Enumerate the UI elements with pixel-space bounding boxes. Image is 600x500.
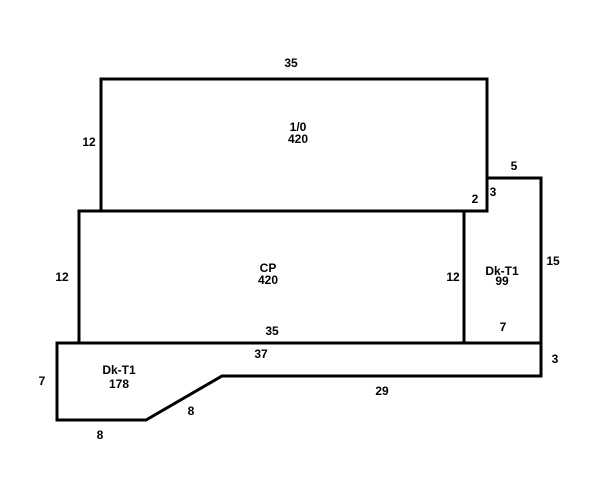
dim-deck-right-top: 5 [510, 159, 518, 173]
dim-upper-left: 12 [82, 135, 96, 149]
upper-area-outline [99, 77, 489, 210]
area-value: 99 [495, 274, 509, 288]
area-label-upper: 1/0 420 [288, 121, 308, 145]
dim-main-right: 12 [446, 270, 460, 284]
dim-upper-step-bottom: 2 [471, 192, 479, 206]
dim-deck-right-bottom: 7 [499, 320, 507, 334]
deck-lower-outline [55, 341, 543, 422]
dim-deck-right-side: 15 [546, 254, 560, 268]
dim-lower-left: 7 [38, 374, 46, 388]
dim-lower-diagonal: 8 [187, 404, 195, 418]
area-label-deck-lower: Dk-T1 178 [102, 363, 135, 391]
area-label-deck-right: Dk-T1 99 [485, 264, 519, 288]
area-name: 1/0 [289, 120, 307, 134]
dim-main-bottom: 35 [265, 324, 279, 338]
dim-step-side: 3 [489, 185, 497, 199]
dim-lower-top: 37 [254, 347, 268, 361]
area-name: Dk-T1 [485, 264, 519, 278]
area-name: CP [259, 261, 277, 275]
dim-main-left: 12 [55, 270, 69, 284]
dim-lower-right: 3 [551, 352, 559, 366]
dim-lower-bottom-right: 29 [375, 384, 389, 398]
dim-upper-top: 35 [284, 56, 298, 70]
area-name: Dk-T1 [102, 363, 136, 377]
area-value: 420 [287, 132, 309, 146]
area-value: 178 [108, 377, 130, 391]
area-label-cp: CP 420 [258, 262, 278, 286]
area-value: 420 [257, 273, 279, 287]
dim-lower-bottom-left: 8 [96, 428, 104, 442]
